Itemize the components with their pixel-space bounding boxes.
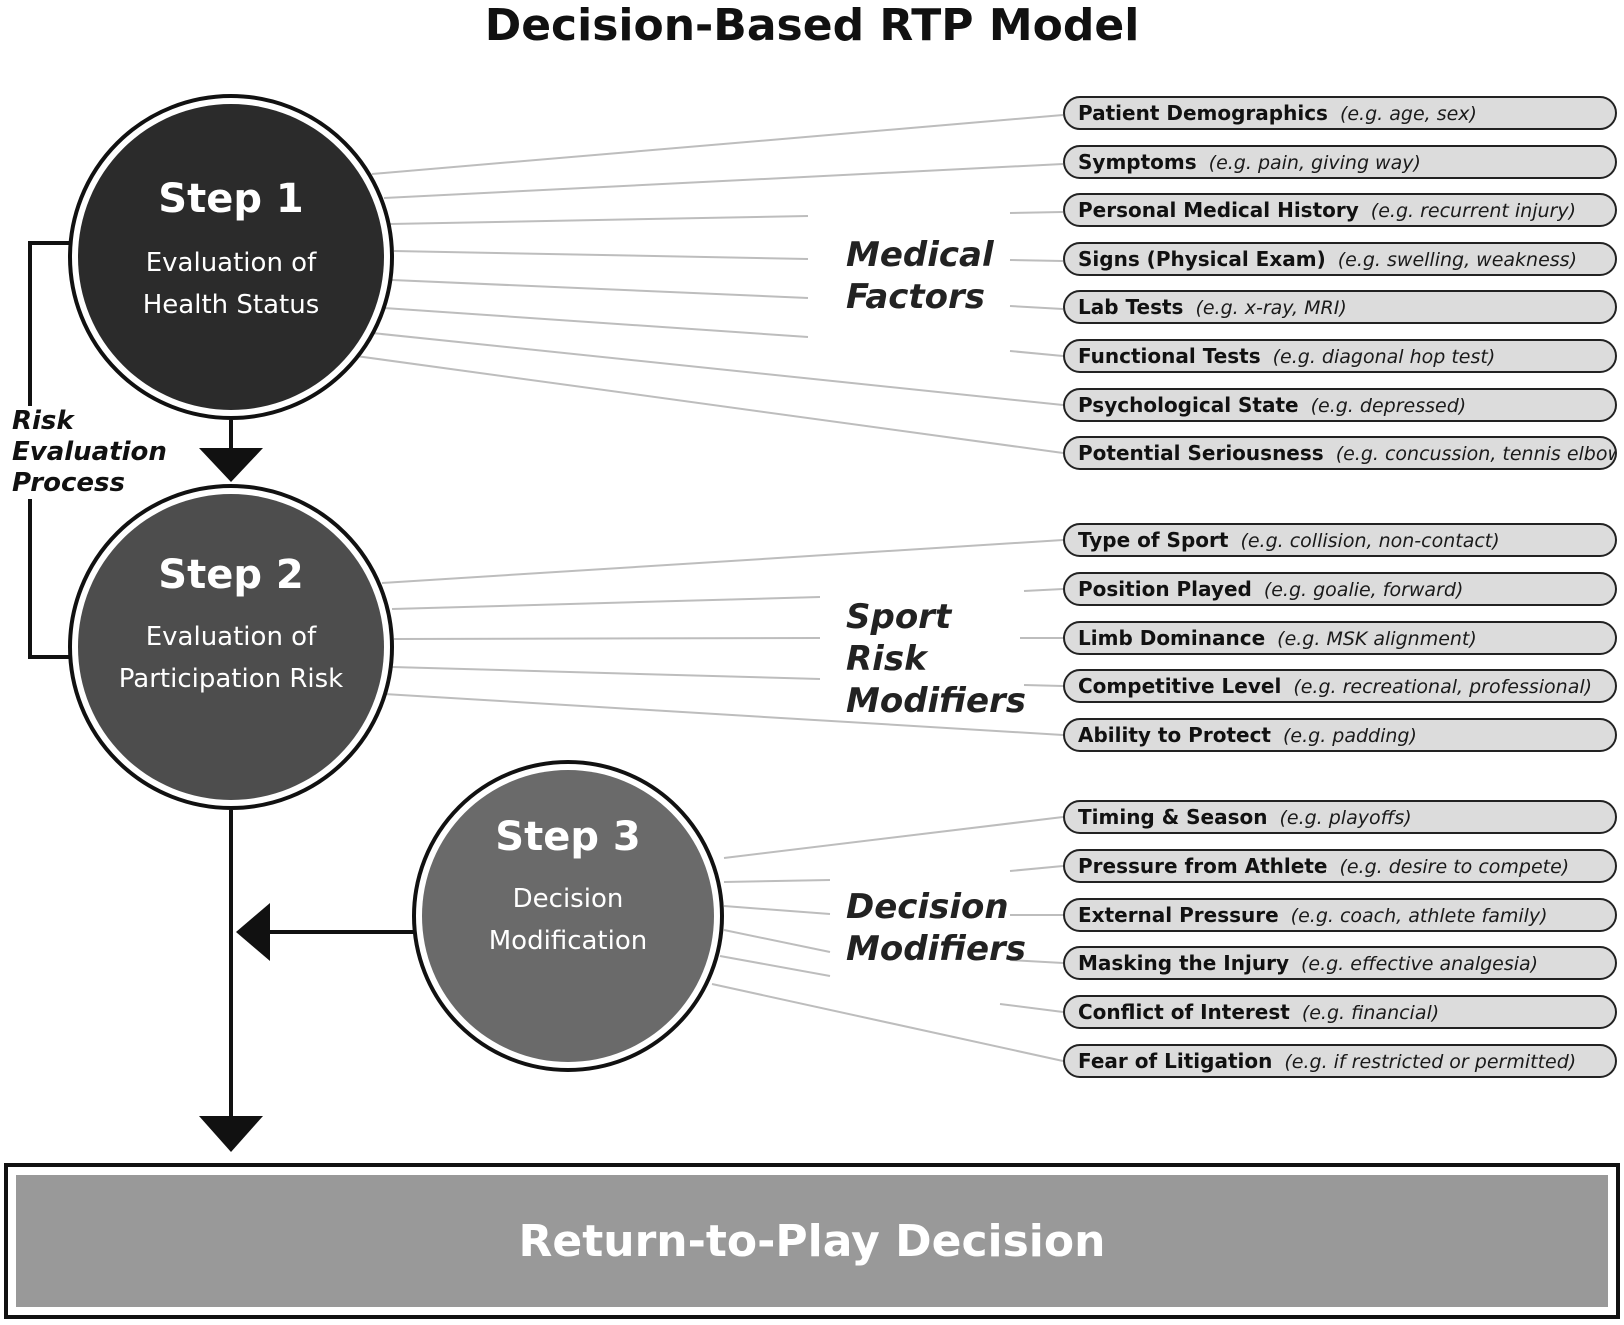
return-to-play-decision-fill: Return-to-Play Decision (16, 1175, 1608, 1307)
medical-factor-item: Signs (Physical Exam) (e.g. swelling, wea… (1063, 242, 1617, 276)
medical-factor-item: Functional Tests (e.g. diagonal hop test) (1063, 339, 1617, 373)
decision-modifier-item: External Pressure (e.g. coach, athlete fa… (1063, 898, 1617, 932)
modifier-example: (e.g. playoffs) (1279, 807, 1412, 829)
medical-factor-item: Potential Seriousness (e.g. concussion, t… (1063, 436, 1617, 470)
modifier-example: (e.g. financial) (1301, 1002, 1440, 1024)
sport-modifier-item: Ability to Protect (e.g. padding) (1063, 718, 1617, 752)
step-3-node: Step 3 Decision Modification (412, 760, 724, 1072)
factor-name: Personal Medical History (1078, 198, 1359, 222)
modifier-example: (e.g. recreational, professional) (1293, 676, 1593, 698)
sport-modifier-item: Competitive Level (e.g. recreational, pro… (1063, 669, 1617, 703)
arrowhead-outcome (199, 1116, 263, 1152)
return-to-play-decision-label: Return-to-Play Decision (518, 1215, 1106, 1267)
factor-example: (e.g. swelling, weakness) (1337, 249, 1577, 271)
decision-modifier-item: Pressure from Athlete (e.g. desire to com… (1063, 849, 1617, 883)
modifier-example: (e.g. padding) (1283, 725, 1417, 747)
modifier-name: Limb Dominance (1078, 626, 1266, 650)
factor-example: (e.g. pain, giving way) (1208, 152, 1421, 174)
modifier-example: (e.g. desire to compete) (1339, 856, 1570, 878)
decision-modifiers-label: Decision Modifiers (846, 887, 1027, 969)
sport-modifier-item: Position Played (e.g. goalie, forward) (1063, 572, 1617, 606)
factor-name: Patient Demographics (1078, 101, 1328, 125)
arrowhead-step2 (199, 448, 263, 482)
factor-name: Psychological State (1078, 393, 1299, 417)
modifier-name: Conflict of Interest (1078, 1000, 1290, 1024)
sport-modifier-item: Type of Sport (e.g. collision, non-contac… (1063, 523, 1617, 557)
arrowhead-merge (236, 903, 270, 961)
factor-example: (e.g. depressed) (1310, 395, 1467, 417)
risk-evaluation-label: Risk Evaluation Process (8, 406, 167, 499)
decision-modifier-item: Conflict of Interest (e.g. financial) (1063, 995, 1617, 1029)
decision-modifier-item: Masking the Injury (e.g. effective analge… (1063, 946, 1617, 980)
modifier-name: Fear of Litigation (1078, 1049, 1273, 1073)
medical-factors-label: Medical Factors (846, 235, 994, 317)
factor-example: (e.g. x-ray, MRI) (1195, 297, 1347, 319)
sport-risk-modifiers-label: Sport Risk Modifiers (846, 597, 1027, 721)
factor-name: Lab Tests (1078, 295, 1184, 319)
modifier-name: Pressure from Athlete (1078, 854, 1328, 878)
modifier-name: Timing & Season (1078, 805, 1268, 829)
medical-factor-item: Personal Medical History (e.g. recurrent … (1063, 193, 1617, 227)
decision-modifier-item: Timing & Season (e.g. playoffs) (1063, 800, 1617, 834)
modifier-example: (e.g. coach, athlete family) (1290, 905, 1548, 927)
step-2-node: Step 2 Evaluation of Participation Risk (68, 484, 394, 810)
factor-name: Signs (Physical Exam) (1078, 247, 1326, 271)
diagram-title: Decision-Based RTP Model (484, 0, 1140, 51)
modifier-name: Type of Sport (1078, 528, 1229, 552)
step-3-label: Step 3 (495, 814, 641, 860)
decision-modifier-item: Fear of Litigation (e.g. if restricted or… (1063, 1044, 1617, 1078)
step-2-description: Evaluation of Participation Risk (118, 622, 344, 694)
medical-factor-item: Lab Tests (e.g. x-ray, MRI) (1063, 290, 1617, 324)
return-to-play-decision-box: Return-to-Play Decision (4, 1163, 1620, 1319)
modifier-name: Ability to Protect (1078, 723, 1271, 747)
step-1-node: Step 1 Evaluation of Health Status (68, 94, 394, 420)
medical-factor-item: Symptoms (e.g. pain, giving way) (1063, 145, 1617, 179)
modifier-example: (e.g. if restricted or permitted) (1284, 1051, 1577, 1073)
factor-name: Potential Seriousness (1078, 441, 1324, 465)
factor-example: (e.g. concussion, tennis elbow) (1335, 443, 1617, 465)
modifier-example: (e.g. MSK alignment) (1277, 628, 1477, 650)
modifier-example: (e.g. effective analgesia) (1300, 953, 1539, 975)
modifier-example: (e.g. collision, non-contact) (1240, 530, 1500, 552)
step-1-label: Step 1 (158, 176, 304, 222)
factor-name: Symptoms (1078, 150, 1197, 174)
medical-factor-item: Patient Demographics (e.g. age, sex) (1063, 96, 1617, 130)
medical-factor-item: Psychological State (e.g. depressed) (1063, 388, 1617, 422)
step-2-label: Step 2 (158, 552, 304, 598)
step-1-description: Evaluation of Health Status (142, 248, 320, 320)
modifier-name: Position Played (1078, 577, 1252, 601)
factor-example: (e.g. diagonal hop test) (1272, 346, 1496, 368)
modifier-name: Masking the Injury (1078, 951, 1289, 975)
factor-example: (e.g. recurrent injury) (1370, 200, 1577, 222)
modifier-example: (e.g. goalie, forward) (1263, 579, 1464, 601)
modifier-name: External Pressure (1078, 903, 1279, 927)
factor-name: Functional Tests (1078, 344, 1261, 368)
factor-example: (e.g. age, sex) (1339, 103, 1477, 125)
sport-modifier-item: Limb Dominance (e.g. MSK alignment) (1063, 621, 1617, 655)
modifier-name: Competitive Level (1078, 674, 1282, 698)
step-3-description: Decision Modification (488, 884, 648, 956)
